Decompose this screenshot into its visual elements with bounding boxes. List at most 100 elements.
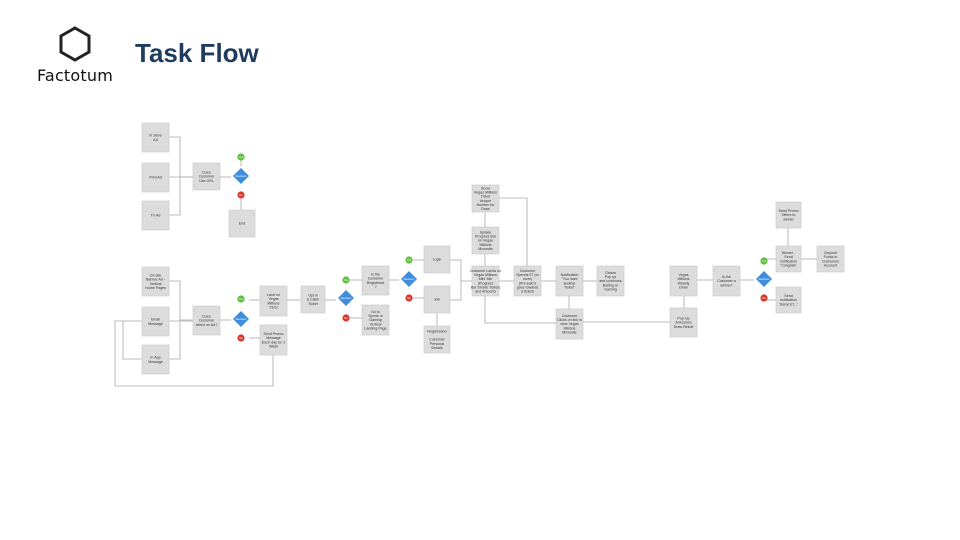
- page-title: Task Flow: [135, 38, 259, 68]
- process-box-label: Send Promo: [779, 209, 799, 213]
- process-box-label: Message: [148, 360, 163, 364]
- process-box-label: Banner Ad -: [146, 278, 166, 282]
- connector-line: [169, 136, 193, 178]
- process-box-shape: [423, 245, 451, 274]
- process-box-label: Ticket: [481, 195, 490, 199]
- process-box-label: Does: [202, 171, 211, 175]
- process-box-label: Land on: [267, 293, 280, 297]
- process-box-label: 'Congrats': [781, 263, 797, 267]
- process-box-label: Gaming: [604, 287, 617, 291]
- process-box-label: Ticket: [308, 302, 317, 306]
- process-box-label: Millions: [480, 243, 492, 247]
- decision-label: Decision: [759, 277, 770, 281]
- process-box-shape: [555, 265, 584, 297]
- process-box-label: End: [239, 222, 245, 226]
- process-box-label: Weekly: [678, 281, 690, 285]
- process-box-label: Pop up: [605, 275, 616, 279]
- process-box-label: Funds in: [824, 255, 838, 259]
- process-box-label: Customer: [199, 319, 215, 323]
- process-box-label: Draw Result: [674, 325, 694, 329]
- process-box-label: 'Sorry/ £7...': [779, 302, 798, 306]
- process-box-shape: [775, 245, 802, 273]
- process-box-label: On site: [150, 274, 161, 278]
- process-box-label: Offers to: [782, 213, 796, 217]
- decision-diamond: [401, 271, 417, 287]
- process-box-label: Send: [784, 255, 792, 259]
- process-box-label: Millions: [268, 301, 280, 305]
- process-box-label: Draw: [481, 207, 490, 211]
- process-box-label: Message: [266, 336, 281, 340]
- process-box-shape: [141, 162, 170, 193]
- process-box-label: Show: [481, 186, 490, 190]
- process-box-label: (Progress: [478, 281, 494, 285]
- yes-label: Yes: [239, 297, 244, 301]
- process-box-label: Update: [480, 231, 492, 235]
- process-box-label: Print Ad: [149, 176, 162, 180]
- decision-label: Decision: [341, 296, 352, 300]
- process-box-shape: [141, 306, 170, 337]
- process-box-label: Go to: [371, 310, 380, 314]
- process-box-label: Microsite: [478, 247, 492, 251]
- process-box-shape: [259, 285, 288, 317]
- no-indicator: [237, 334, 245, 342]
- process-box: Login: [423, 245, 451, 274]
- hexagon-logo-icon: [59, 26, 91, 62]
- process-box-label: goes towards: [517, 285, 539, 289]
- yes-indicator: [237, 295, 245, 303]
- process-box-shape: [775, 286, 802, 314]
- logo-text: Factotum: [37, 66, 113, 85]
- process-box-label: and continues: [599, 279, 622, 283]
- no-indicator: [405, 294, 413, 302]
- process-box-shape: [712, 265, 741, 297]
- process-box-label: Draw: [679, 285, 688, 289]
- process-box-shape: [471, 265, 500, 297]
- decision-label: Decision: [236, 174, 247, 178]
- process-box-shape: [361, 304, 390, 336]
- process-box-label: Mini Site: [479, 277, 493, 281]
- process-box-label: TV Ad: [151, 214, 161, 218]
- process-box-label: Customer: [368, 277, 384, 281]
- process-box-label: (Pre-said it: [519, 281, 536, 285]
- process-box-label: Customer: [520, 269, 536, 273]
- no-label: No: [407, 296, 411, 300]
- process-box-label: Closes: [605, 271, 616, 275]
- process-box-label: Each day for 1: [262, 340, 285, 344]
- process-box-label: ?: [375, 285, 377, 289]
- connector-line: [450, 259, 472, 282]
- process-box-label: Vertical: [370, 322, 382, 326]
- process-box-label: Personal: [430, 342, 444, 346]
- process-box: TV Ad: [141, 200, 170, 231]
- process-box-label: another: [563, 281, 576, 285]
- decision-label: Decision: [236, 317, 247, 321]
- no-label: No: [762, 296, 766, 300]
- process-box: Print Ad: [141, 162, 170, 193]
- process-box-shape: [423, 325, 451, 354]
- process-box-shape: [192, 305, 221, 336]
- process-box-shape: [141, 200, 170, 231]
- process-box-label: notification: [780, 298, 797, 302]
- process-box-label: Vegas Millions: [474, 191, 497, 195]
- process-box-label: Send Promo: [264, 332, 284, 336]
- process-box-label: T&Cs: [269, 305, 278, 309]
- process-box-label: Ad: [153, 138, 157, 142]
- process-box-label: Customer: [562, 314, 578, 318]
- process-box-label: Millions: [564, 326, 576, 330]
- no-indicator: [760, 294, 768, 302]
- process-box-label: Registration: [427, 330, 446, 334]
